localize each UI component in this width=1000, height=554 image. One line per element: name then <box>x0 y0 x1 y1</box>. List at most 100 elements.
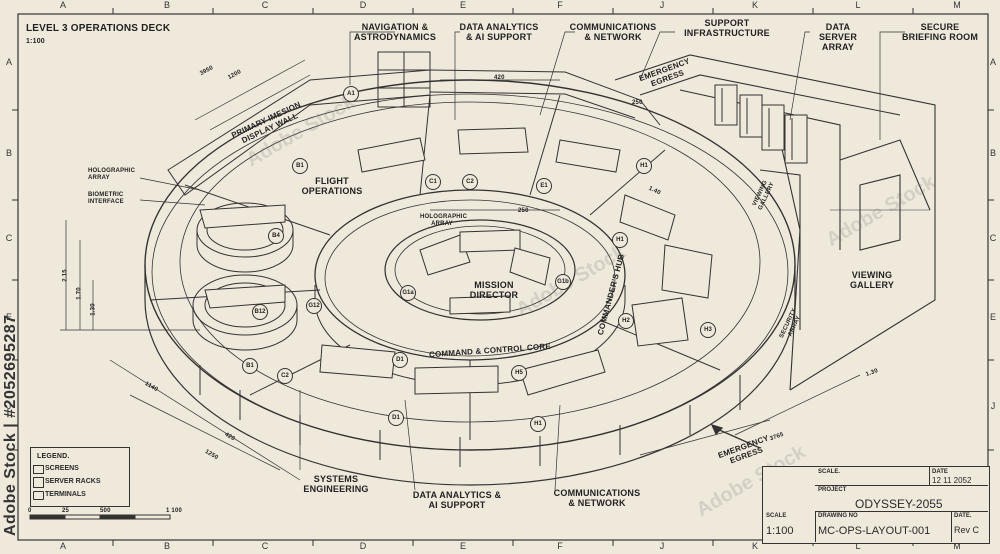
label-biometric: BIOMETRIC INTERFACE <box>88 192 124 205</box>
title-key: DATE <box>932 469 948 475</box>
row-label: C <box>989 233 997 243</box>
row-label: E <box>989 312 996 322</box>
title-drawing-no-cell: DRAWING NO MC-OPS-LAYOUT-001 <box>815 511 952 542</box>
callout-marker: B1 <box>242 358 258 374</box>
legend-item-label: SCREENS <box>45 465 79 472</box>
label-communications-bottom: COMMUNICATIONS & NETWORK <box>553 488 641 508</box>
screen-icon <box>33 465 44 474</box>
title-key: DATE. <box>954 513 972 519</box>
callout-marker: C2 <box>462 174 478 190</box>
scale-tick: 500 <box>100 508 111 514</box>
row-label: J <box>990 401 996 411</box>
callout-marker: H1 <box>612 232 628 248</box>
dimension-lines <box>60 59 861 481</box>
title-value: MC-OPS-LAYOUT-001 <box>818 525 931 537</box>
col-label: M <box>953 541 961 551</box>
row-label: B <box>989 148 996 158</box>
row-label: C <box>5 233 13 243</box>
scale-tick: 1 100 <box>166 508 183 514</box>
title-value: 12 11 2052 <box>932 476 972 485</box>
legend-item: SCREENS <box>33 464 79 474</box>
col-label: K <box>751 0 758 10</box>
col-label: F <box>557 541 563 551</box>
callout-marker: G1b <box>555 274 571 290</box>
row-label: A <box>989 57 996 67</box>
legend-item: SERVER RACKS <box>33 477 101 488</box>
col-label: B <box>163 0 170 10</box>
dimension-label: 2.15 <box>62 269 69 282</box>
label-holographic-array: HOLOGRAPHIC ARRAY <box>88 168 136 181</box>
col-label: A <box>59 541 66 551</box>
row-label: B <box>5 148 12 158</box>
drawing-scale-note: 1:100 <box>26 38 45 45</box>
title-scale-cell: SCALE. <box>815 467 930 486</box>
label-navigation: NAVIGATION & ASTRODYNAMICS <box>353 22 437 42</box>
emergency-egress-arrow <box>710 423 761 449</box>
label-data-server: DATA SERVER ARRAY <box>818 22 858 52</box>
label-support-infra: SUPPORT INFRASTRUCTURE <box>684 18 770 38</box>
col-label: K <box>751 541 758 551</box>
server-rack-icon <box>33 477 44 488</box>
row-label: J <box>6 401 12 411</box>
callout-marker: D1 <box>392 352 408 368</box>
title-scale-value-cell: SCALE 1:100 <box>763 511 816 542</box>
callout-marker: E1 <box>536 178 552 194</box>
title-date-cell: DATE 12 11 2052 <box>929 467 988 486</box>
callout-marker: H3 <box>700 322 716 338</box>
row-label: E <box>5 312 12 322</box>
right-wing <box>614 54 936 391</box>
col-label: L <box>855 0 861 10</box>
col-label: M <box>953 0 961 10</box>
dimension-label: 250 <box>518 208 529 214</box>
title-key: SCALE. <box>818 469 841 475</box>
label-holo-center: HOLOGRAPHIC ARRAY <box>420 214 468 227</box>
callout-marker: A1 <box>343 86 359 102</box>
col-label: D <box>359 0 367 10</box>
legend: LEGEND. SCREENS SERVER RACKS TERMINALS <box>30 447 130 507</box>
dimension-label: 250 <box>632 100 643 106</box>
legend-item: TERMINALS <box>33 490 86 500</box>
scale-tick: 0 <box>28 508 32 514</box>
label-mission-director: MISSION DIRECTOR <box>469 280 519 300</box>
callout-marker: G12 <box>306 298 322 314</box>
scale-tick: 25 <box>62 508 70 514</box>
col-label: E <box>459 541 466 551</box>
server-racks <box>714 84 808 164</box>
holo-pods <box>192 202 298 351</box>
col-label: C <box>261 0 269 10</box>
title-value: ODYSSEY-2055 <box>855 497 943 511</box>
label-communications-top: COMMUNICATIONS & NETWORK <box>569 22 657 42</box>
terminal-icon <box>33 491 44 500</box>
title-project-cell: PROJECT ODYSSEY-2055 <box>815 485 988 512</box>
callout-marker: H5 <box>511 365 527 381</box>
callout-marker: G1a <box>400 285 416 301</box>
legend-item-label: TERMINALS <box>45 491 86 498</box>
col-label: J <box>659 0 665 10</box>
label-systems-eng: SYSTEMS ENGINEERING <box>303 474 369 494</box>
callout-marker: B12 <box>252 304 268 320</box>
dimension-label: 1.70 <box>76 287 83 300</box>
callout-marker: C2 <box>277 368 293 384</box>
col-label: E <box>459 0 466 10</box>
scale-bar <box>29 514 171 520</box>
title-block: SCALE. DATE 12 11 2052 PROJECT ODYSSEY-2… <box>762 466 990 544</box>
callout-marker: B4 <box>268 228 284 244</box>
consoles <box>199 127 713 396</box>
callout-marker: D1 <box>388 410 404 426</box>
col-label: F <box>557 0 563 10</box>
label-flight-ops: FLIGHT OPERATIONS <box>301 176 363 196</box>
label-secure-briefing: SECURE BRIEFING ROOM <box>901 22 979 42</box>
col-label: C <box>261 541 269 551</box>
callout-marker: B1 <box>292 158 308 174</box>
title-key: SCALE <box>766 513 787 519</box>
drawing-title: LEVEL 3 OPERATIONS DECK <box>26 23 171 34</box>
col-label: J <box>659 541 665 551</box>
label-viewing-gallery: VIEWING GALLERY <box>849 270 895 290</box>
legend-title: LEGEND. <box>37 453 70 460</box>
title-value: Rev C <box>954 525 980 535</box>
col-label: B <box>163 541 170 551</box>
row-label: A <box>5 57 12 67</box>
dimension-label: 420 <box>494 75 505 81</box>
title-key: PROJECT <box>818 487 847 493</box>
